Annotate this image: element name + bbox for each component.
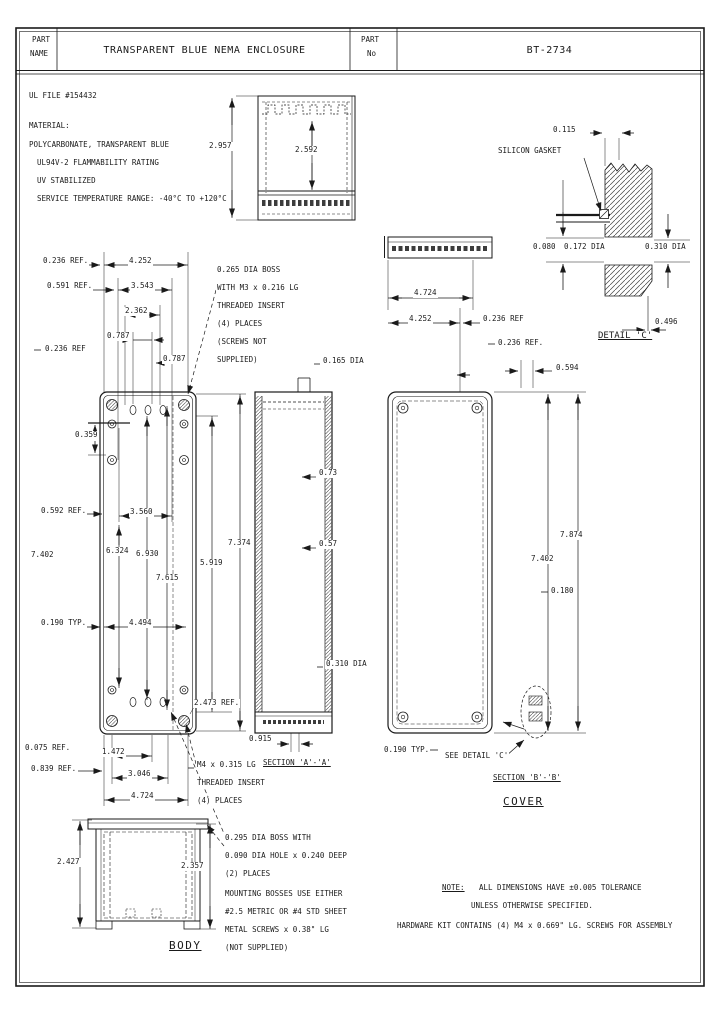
dim-body-v5: 7.615 <box>155 573 180 583</box>
dim-body-w4: 0.787 <box>106 331 131 341</box>
detail-c-title: DETAIL 'C' <box>597 331 654 342</box>
boss-note-line: THREADED INSERT <box>216 301 286 311</box>
dim-cover-ref2: 0.236 REF. <box>497 338 545 348</box>
note-line-3: HARDWARE KIT CONTAINS (4) M4 x 0.669" LG… <box>396 921 674 931</box>
dim-section-d1: 0.165 DIA <box>322 356 365 366</box>
dim-cover-w2: 4.252 <box>408 314 433 324</box>
dim-body-v3: 6.324 <box>105 546 130 556</box>
note-line-1: ALL DIMENSIONS HAVE ±0.005 TOLERANCE <box>478 883 643 893</box>
insert-note-line: M4 x 0.315 LG <box>196 760 257 770</box>
material-line: UL94V-2 FLAMMABILITY RATING <box>37 158 159 167</box>
boss-note-line: WITH M3 x 0.216 LG <box>216 283 300 293</box>
dim-section-t1: 0.73 <box>318 468 339 478</box>
dim-detailc-wall: 0.115 <box>552 125 577 135</box>
dim-body-w6: 3.560 <box>129 507 154 517</box>
dim-body-ref4: 0.592 REF. <box>40 506 88 516</box>
body-top-dims <box>34 252 217 522</box>
dim-cover-ref1: 0.236 REF <box>482 314 525 324</box>
dim-body-v4: 6.930 <box>135 549 160 559</box>
insert-note-line: THREADED INSERT <box>196 778 266 788</box>
body-side-view <box>229 95 356 221</box>
cover-title: COVER <box>502 795 545 809</box>
cover-top-profile <box>384 236 493 259</box>
dim-cover-v2: 7.402 <box>530 554 555 564</box>
body-end-view <box>72 818 216 930</box>
dim-body-w11: 0.915 <box>248 734 273 744</box>
dim-side-overall: 2.957 <box>208 141 233 151</box>
dim-body-typ: 0.190 TYP. <box>40 618 88 628</box>
dim-body-w1: 4.252 <box>128 256 153 266</box>
dim-body-w10: 4.724 <box>130 791 155 801</box>
mount-note-line: MOUNTING BOSSES USE EITHER <box>224 889 344 899</box>
dim-section-d2: 0.310 DIA <box>325 659 368 669</box>
boss-note-line: (4) PLACES <box>216 319 264 329</box>
see-detail-c-label: SEE DETAIL 'C' <box>444 751 510 761</box>
dim-cover-w3: 0.594 <box>555 363 580 373</box>
sheet-border <box>15 27 705 987</box>
dim-body-ref7: 0.839 REF. <box>30 764 78 774</box>
dim-cover-v1: 7.874 <box>559 530 584 540</box>
mount-note-line: METAL SCREWS x 0.38" LG <box>224 925 330 935</box>
part-no-label: PART <box>361 35 380 44</box>
body-front-view <box>99 391 197 735</box>
dim-body-w5: 0.787 <box>162 354 187 364</box>
material-line: SERVICE TEMPERATURE RANGE: -40°C TO +120… <box>37 194 227 203</box>
cover-top-dims <box>387 260 552 392</box>
mount-note-line: 0.295 DIA BOSS WITH <box>224 833 312 843</box>
dim-body-w3: 2.362 <box>124 306 149 316</box>
dim-body-ref5: 2.473 REF. <box>193 698 241 708</box>
body-bottom-dims <box>62 624 227 847</box>
part-name-label2: NAME <box>30 49 49 58</box>
section-bb-label: SECTION 'B'-'B' <box>492 773 562 783</box>
dim-end-h1: 2.427 <box>56 857 81 867</box>
dim-body-ref3: 0.236 REF <box>44 344 87 354</box>
material-heading: MATERIAL: <box>29 121 70 130</box>
dim-body-v6: 5.919 <box>199 558 224 568</box>
section-aa-view <box>254 363 333 752</box>
dim-cover-w1: 4.724 <box>413 288 438 298</box>
dim-detailc-hole: 0.172 DIA <box>563 242 606 252</box>
dim-body-w9: 3.046 <box>127 769 152 779</box>
boss-note-line: 0.265 DIA BOSS <box>216 265 282 275</box>
body-title: BODY <box>168 939 203 953</box>
dim-body-v7: 7.374 <box>227 538 252 548</box>
insert-note-line: (4) PLACES <box>196 796 244 806</box>
mount-note-line: 0.090 DIA HOLE x 0.240 DEEP <box>224 851 348 861</box>
dim-body-ref6: 0.075 REF. <box>24 743 72 753</box>
dim-section-t2: 0.57 <box>318 539 339 549</box>
boss-note-line: (SCREWS NOT <box>216 337 268 347</box>
material-line: POLYCARBONATE, TRANSPARENT BLUE <box>29 140 169 149</box>
note-line-2: UNLESS OTHERWISE SPECIFIED. <box>470 901 594 911</box>
dim-detailc-depth: 0.496 <box>654 317 679 327</box>
part-name-label: PART <box>32 35 51 44</box>
detail-c-view <box>546 130 690 338</box>
material-line: UV STABILIZED <box>37 176 96 185</box>
dim-body-w2: 3.543 <box>130 281 155 291</box>
dim-body-ref2: 0.591 REF. <box>46 281 94 291</box>
cover-section-view <box>387 391 586 757</box>
section-aa-label: SECTION 'A'-'A' <box>262 758 332 768</box>
dim-end-h2: 2.357 <box>180 861 205 871</box>
dim-detailc-gap: 0.080 <box>532 242 557 252</box>
part-no-value: BT-2734 <box>526 45 573 56</box>
dim-body-v1: 0.359 <box>74 430 99 440</box>
boss-note-line: SUPPLIED) <box>216 355 259 365</box>
mount-note-line: #2.5 METRIC OR #4 STD SHEET <box>224 907 348 917</box>
dim-detailc-boss: 0.310 DIA <box>644 242 687 252</box>
silicon-gasket-label: SILICON GASKET <box>497 146 563 156</box>
note-label: NOTE: <box>441 883 466 893</box>
dim-body-w7: 4.494 <box>128 618 153 628</box>
dim-body-v2: 7.402 <box>30 550 55 560</box>
part-name-value: TRANSPARENT BLUE NEMA ENCLOSURE <box>103 45 306 56</box>
dim-cover-typ: 0.190 TYP. <box>383 745 431 755</box>
dim-cover-t1: 0.180 <box>550 586 575 596</box>
dim-body-w8: 1.472 <box>101 747 126 757</box>
mount-note-line: (2) PLACES <box>224 869 272 879</box>
part-no-label2: No <box>367 49 377 58</box>
mount-note-line: (NOT SUPPLIED) <box>224 943 290 953</box>
dim-side-inner: 2.592 <box>294 145 319 155</box>
dim-body-ref1: 0.236 REF. <box>42 256 90 266</box>
ul-file-note: UL FILE #154432 <box>29 91 97 100</box>
